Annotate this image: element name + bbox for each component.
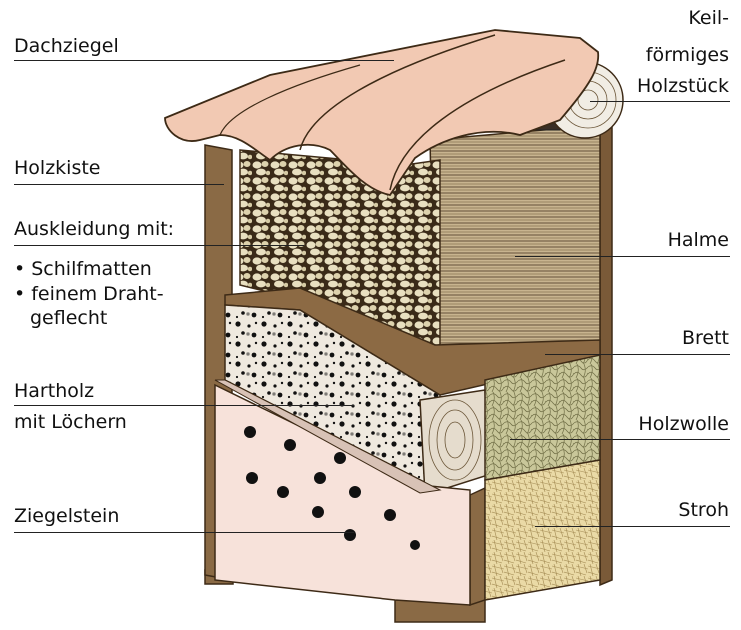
label-holzwolle: Holzwolle <box>638 414 729 436</box>
label-holzkiste: Holzkiste <box>14 158 100 180</box>
label-stroh: Stroh <box>678 500 729 522</box>
wooden-box-right-side <box>600 115 612 585</box>
leader-ziegelstein <box>14 532 354 533</box>
label-auskleidung: Auskleidung mit: <box>14 219 174 241</box>
label-halme: Halme <box>668 230 729 252</box>
hardwood-log-end <box>420 390 488 495</box>
leader-auskleidung <box>14 245 304 246</box>
leader-brett <box>545 354 730 355</box>
label-hartholz-line1: Hartholz <box>14 381 94 403</box>
leader-halme <box>515 256 730 257</box>
label-draht-line1: • feinem Draht- <box>14 284 164 306</box>
leader-stroh <box>535 526 730 527</box>
leader-dachziegel <box>14 60 394 61</box>
label-hartholz-line2: mit Löchern <box>14 412 127 434</box>
label-draht-line2: geflecht <box>30 308 107 330</box>
label-keil-line1: Keil- <box>688 8 729 30</box>
leader-keil <box>590 101 730 102</box>
label-schilfmatten: • Schilfmatten <box>14 259 152 281</box>
label-keil-line2: förmiges <box>646 45 729 67</box>
leader-hartholz <box>14 405 354 406</box>
label-ziegelstein: Ziegelstein <box>14 506 119 528</box>
stroh-block <box>485 460 600 600</box>
wooden-box-front-post <box>470 488 485 605</box>
leader-holzkiste <box>14 184 224 185</box>
label-keil-line3: Holzstück <box>637 76 729 98</box>
label-brett: Brett <box>682 328 729 350</box>
leader-holzwolle <box>510 439 730 440</box>
label-dachziegel: Dachziegel <box>14 36 119 58</box>
